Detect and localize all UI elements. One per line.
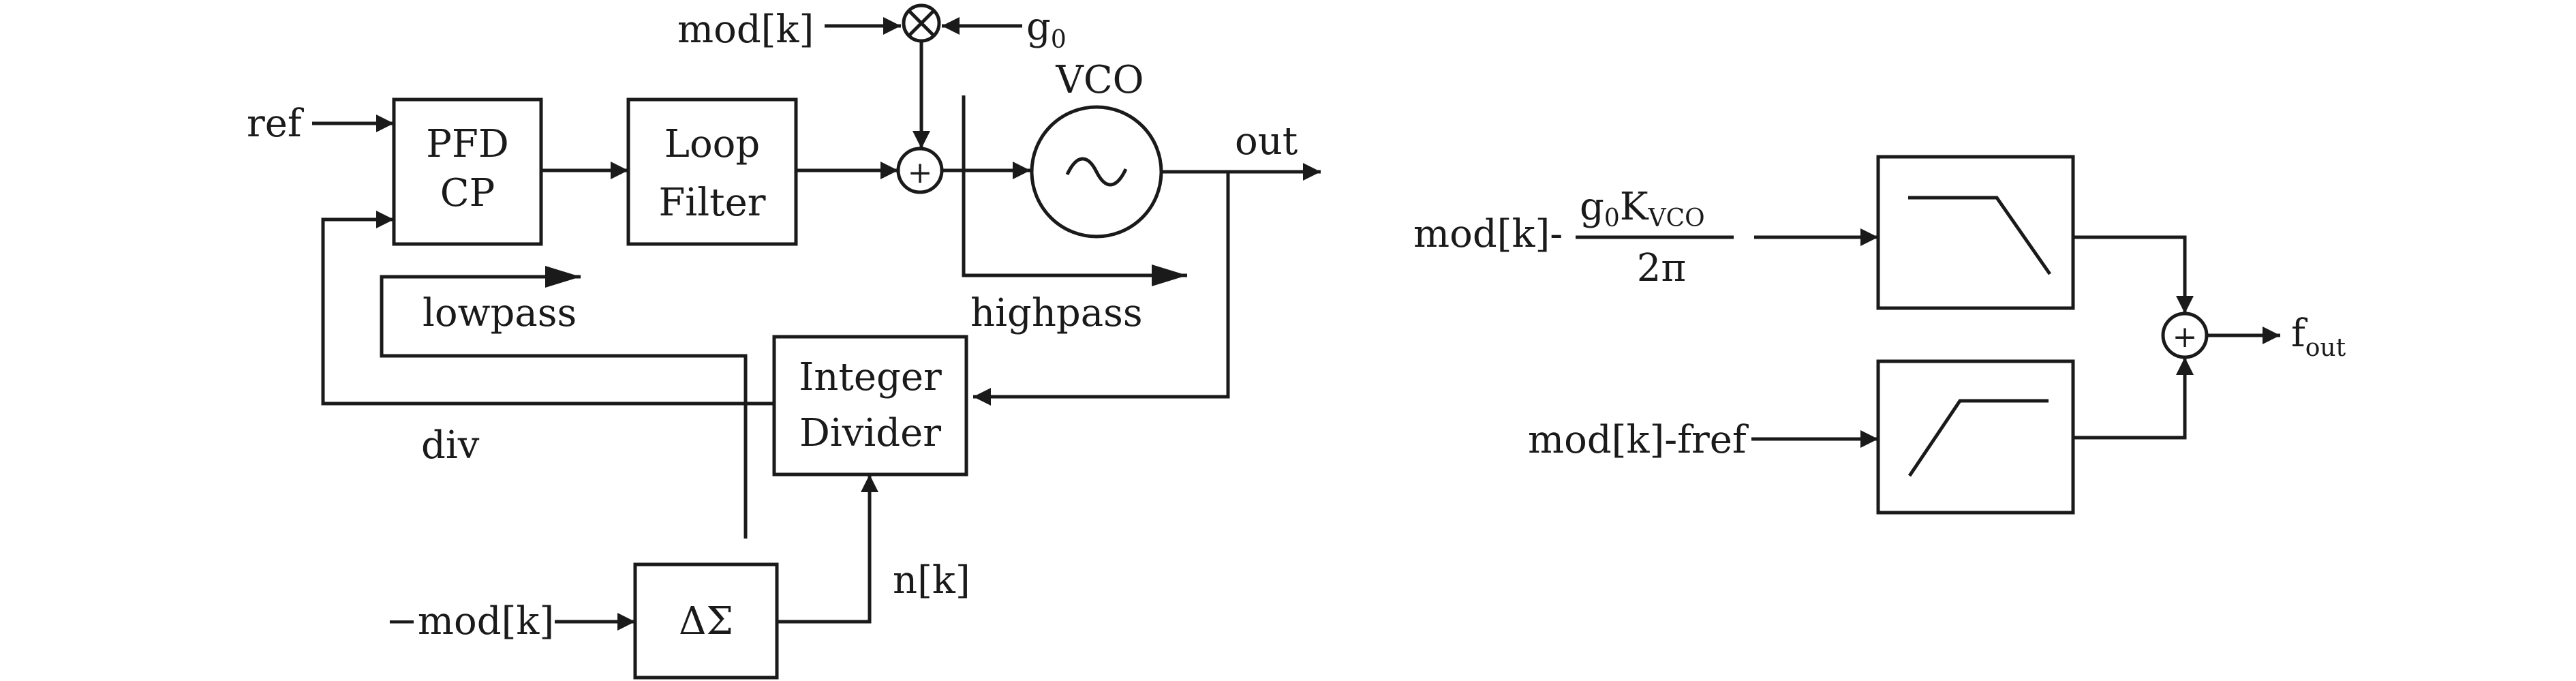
out-label: out <box>1235 119 1298 164</box>
lowpass-label: lowpass <box>423 291 577 335</box>
bottom-filter-to-summer-wire <box>2073 357 2187 440</box>
bottom-input-label: mod[k]-fref <box>1528 418 1749 462</box>
top-filter-to-summer-wire <box>2073 235 2187 314</box>
loop-label: Loop <box>664 122 760 166</box>
top-filter-to-summer-arrowhead <box>2176 296 2194 314</box>
pfd-to-filter-arrowhead <box>611 162 628 179</box>
mod-k-label: mod[k] <box>677 7 814 52</box>
output-summer-symbol: + <box>2173 320 2198 354</box>
filter-label: Filter <box>658 181 765 225</box>
bottom-filter-to-summer-arrowhead <box>2176 357 2194 375</box>
filter-to-summer-arrowhead <box>880 162 898 179</box>
neg-mod-k-arrowhead <box>617 613 635 631</box>
left-pll-diagram: ref PFD CP Loop Filter + mod[k] g0 <box>247 3 1321 680</box>
top-frac-denominator: 2π <box>1637 246 1686 290</box>
highpass-response-icon <box>1907 399 2049 477</box>
mod-k-arrowhead <box>883 17 901 35</box>
loop-filter-block <box>626 97 798 246</box>
vco-label: VCO <box>1055 58 1144 102</box>
div-feedback-wire <box>321 217 774 406</box>
out-arrowhead <box>1303 163 1321 181</box>
bottom-input-arrowhead <box>1860 430 1878 448</box>
fout-label: fout <box>2291 312 2346 362</box>
lowpass-filter-block <box>1876 155 2075 310</box>
div-arrowhead <box>376 211 394 228</box>
lowpass-response-icon <box>1908 196 2052 275</box>
right-equivalent-diagram: mod[k]- g0KVCO 2π mod[k]-fref + fout <box>1413 155 2346 515</box>
g0-arrowhead <box>942 17 960 35</box>
highpass-label: highpass <box>970 291 1143 335</box>
top-input-prefix: mod[k]- <box>1413 212 1563 256</box>
divider-label: Divider <box>799 411 941 455</box>
multiplier-cross-b <box>908 10 935 37</box>
ref-arrowhead <box>376 115 394 132</box>
highpass-path-wire <box>962 95 1187 277</box>
summer-symbol: + <box>908 155 933 190</box>
highpass-arrowhead <box>1152 264 1187 286</box>
integer-divider-block <box>772 335 968 476</box>
ref-label: ref <box>247 102 305 146</box>
integer-label: Integer <box>799 355 942 399</box>
highpass-filter-block <box>1876 359 2075 515</box>
lowpass-arrowhead <box>545 266 581 288</box>
delta-sigma-block <box>633 562 779 680</box>
neg-mod-k-label: −mod[k] <box>386 599 554 644</box>
nk-label: n[k] <box>893 558 970 603</box>
pfd-label: PFD <box>426 122 508 166</box>
nk-arrowhead <box>861 474 878 492</box>
multiplier-to-summer-arrowhead <box>913 131 930 149</box>
delta-sigma-label: ΔΣ <box>679 599 733 644</box>
top-frac-numerator: g0KVCO <box>1580 185 1705 232</box>
top-input-arrowhead <box>1860 228 1878 246</box>
nk-wire <box>777 474 872 624</box>
out-to-divider-arrowhead <box>973 388 991 406</box>
out-to-divider-wire <box>973 172 1230 399</box>
lowpass-path-wire <box>380 275 748 539</box>
div-label: div <box>421 423 480 468</box>
g0-label: g0 <box>1026 5 1067 54</box>
summer-to-vco-arrowhead <box>1013 162 1030 179</box>
sine-wave-icon <box>1065 157 1128 187</box>
cp-label: CP <box>440 171 495 215</box>
output-arrowhead <box>2263 327 2280 344</box>
